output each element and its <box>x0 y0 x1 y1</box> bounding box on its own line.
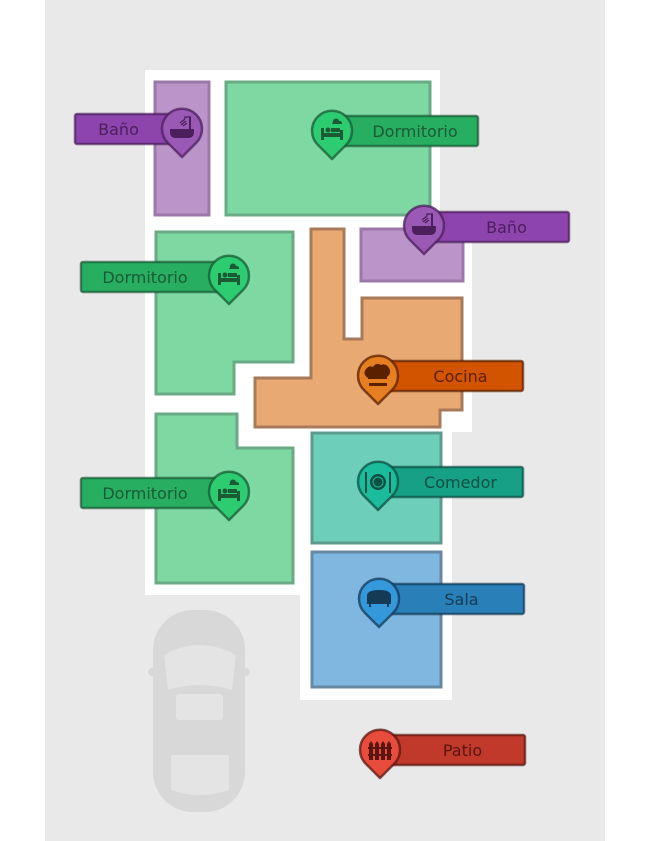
car <box>148 610 250 812</box>
marker-label: Cocina <box>433 367 487 386</box>
marker-label: Comedor <box>424 473 497 492</box>
room-marker-comedor[interactable]: Comedor <box>356 460 525 512</box>
bed-icon <box>321 118 343 140</box>
map-pin-icon[interactable] <box>358 728 402 780</box>
marker-label: Patio <box>443 741 482 760</box>
room-marker-cocina[interactable]: Cocina <box>356 354 525 406</box>
marker-label: Dormitorio <box>102 268 187 287</box>
marker-label: Sala <box>444 590 478 609</box>
room-marker-patio[interactable]: Patio <box>358 728 527 780</box>
room-marker-sala[interactable]: Sala <box>357 577 526 629</box>
room-marker-dormitorio[interactable]: Dormitorio <box>79 470 251 522</box>
room-marker-dormitorio[interactable]: Dormitorio <box>310 109 480 161</box>
bed-icon <box>218 479 240 501</box>
fence-icon <box>368 741 392 760</box>
plate-cutlery-icon <box>365 472 391 493</box>
room-marker-dormitorio[interactable]: Dormitorio <box>79 254 251 306</box>
bed-icon <box>218 263 240 285</box>
marker-label: Baño <box>486 218 527 237</box>
marker-label: Baño <box>98 120 139 139</box>
bathtub-shower-icon <box>412 213 436 235</box>
room-marker-bano[interactable]: Baño <box>402 204 571 256</box>
bathtub-shower-icon <box>170 116 194 138</box>
sofa-icon <box>367 590 391 607</box>
marker-label: Dormitorio <box>102 484 187 503</box>
marker-label: Dormitorio <box>372 122 457 141</box>
chef-hat-icon <box>364 363 391 386</box>
room-marker-bano[interactable]: Baño <box>73 107 204 159</box>
